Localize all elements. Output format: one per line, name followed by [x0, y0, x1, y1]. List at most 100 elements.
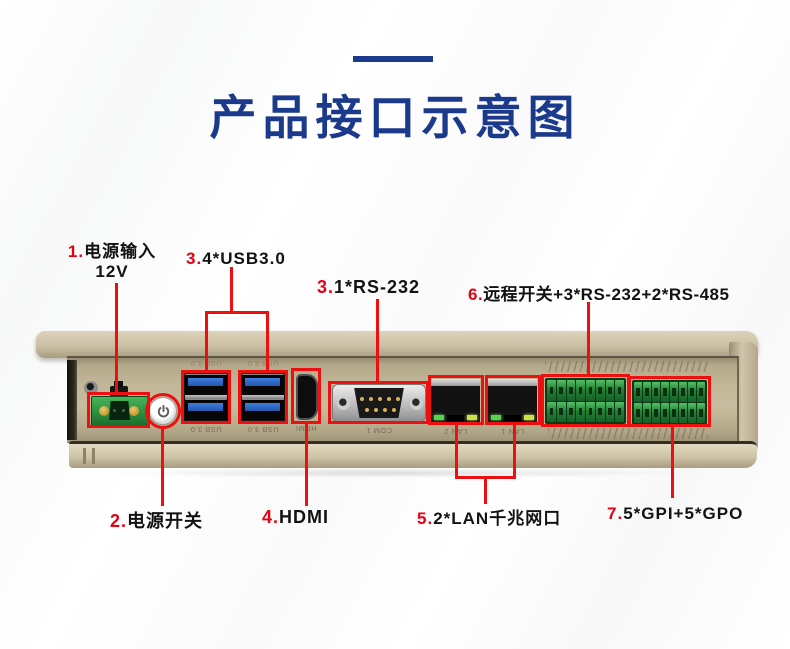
usb-port	[242, 374, 284, 395]
callout-number: 1.	[67, 242, 85, 261]
terminal-pin	[586, 380, 595, 401]
terminal-pin	[661, 403, 669, 423]
terminal-pin	[547, 380, 556, 401]
usb-tongue	[245, 378, 280, 386]
rj45-clip	[504, 415, 521, 423]
usb-divider	[242, 395, 284, 399]
callout-number: 5.	[417, 509, 434, 528]
callout-line-gpio	[671, 427, 674, 498]
rj45-shield	[431, 379, 480, 386]
callout-text: 5*GPI+5*GPO	[623, 504, 744, 523]
callout-line-usb-right	[266, 311, 269, 371]
front-bezel-edge	[36, 331, 758, 358]
usb-tongue	[188, 378, 223, 386]
terminal-pin	[652, 382, 660, 402]
terminal-pin	[566, 401, 576, 422]
callout-line-rs232	[376, 299, 379, 382]
lan-led-yellow	[524, 415, 534, 420]
lan2-port	[431, 379, 480, 423]
terminal-pin	[643, 403, 651, 423]
callout-line-hdmi	[305, 424, 308, 506]
callout-remote-switch: 6.远程开关+3*RS-232+2*RS-485	[468, 280, 729, 305]
terminal-pin	[605, 380, 615, 401]
usb-printed-label-top: USB 3.0	[247, 359, 279, 368]
db9-pins	[360, 397, 364, 401]
terminal-pin	[679, 382, 687, 402]
chassis-left-recess	[67, 360, 77, 440]
terminal-pin	[679, 403, 687, 423]
lan-led-green	[434, 415, 444, 420]
usb3-stack-2	[240, 372, 286, 422]
callout-line-lan-left	[455, 425, 458, 479]
chassis-bottom-flange	[69, 441, 757, 468]
pin-markings-bottom	[548, 428, 708, 439]
terminal-pin	[670, 403, 678, 423]
com-printed-label: COM 1	[365, 426, 393, 435]
callout-line-power-switch	[161, 429, 164, 506]
callout-number: 3.	[317, 277, 335, 297]
device-shadow	[100, 468, 700, 478]
terminal-pin	[670, 382, 678, 402]
terminal-pin	[634, 403, 642, 423]
db9-screw-hole	[337, 397, 350, 410]
usb-tongue	[245, 403, 280, 411]
callout-line-usb-bar	[205, 311, 269, 314]
callout-gpio: 7.5*GPI+5*GPO	[607, 504, 743, 524]
terminal-pin	[697, 382, 705, 402]
terminal-pin	[605, 401, 615, 422]
usb-printed-label: USB 3.0	[247, 425, 279, 434]
annotation-rect-com	[328, 381, 429, 424]
callout-line-lan-right	[513, 425, 516, 479]
terminal-pin	[576, 401, 585, 422]
terminal-pin	[556, 401, 566, 422]
callout-text: 4*USB3.0	[202, 249, 286, 268]
callout-subtext: 12V	[95, 262, 129, 281]
callout-lan: 5.2*LAN千兆网口	[417, 504, 561, 529]
usb-port	[242, 399, 284, 420]
db9-face	[354, 388, 404, 418]
audio-jack	[84, 381, 98, 395]
callout-number: 7.	[607, 504, 624, 523]
callout-text: HDMI	[279, 507, 330, 527]
page-title: 产品接口示意图	[209, 91, 581, 144]
terminal-block-gpio	[632, 380, 707, 425]
terminal-pin	[595, 401, 605, 422]
title-accent-line	[353, 56, 433, 62]
annotation-ring-power-button	[145, 393, 181, 429]
usb3-stack-1	[183, 372, 229, 422]
annotation-rect-usb2	[238, 370, 288, 424]
callout-number: 3.	[186, 249, 203, 268]
terminal-screw	[129, 406, 139, 416]
usb-printed-label: USB 3.0	[190, 425, 222, 434]
callout-line-lan-stem	[484, 476, 487, 504]
callout-rs232: 3.1*RS-232	[317, 277, 420, 298]
usb-port	[185, 399, 227, 420]
terminal-pin	[586, 401, 595, 422]
terminal-pin	[566, 380, 576, 401]
callout-text: 远程开关+3*RS-232+2*RS-485	[483, 285, 730, 304]
lan-led-green	[491, 415, 501, 420]
db9-com-port	[332, 384, 426, 422]
callout-text: 电源开关	[127, 511, 204, 531]
callout-line-remote	[587, 302, 590, 375]
terminal-pin	[661, 382, 669, 402]
usb-port	[185, 374, 227, 395]
rj45-shield	[488, 379, 537, 386]
callout-number: 4.	[262, 507, 280, 527]
small-switch	[110, 381, 128, 397]
flange-notch	[83, 448, 86, 464]
terminal-pin	[688, 403, 696, 423]
terminal-pin	[615, 401, 624, 422]
pin-markings-top	[545, 361, 708, 372]
annotation-rect-lan1	[485, 375, 541, 425]
annotation-rect-terminal1	[541, 374, 630, 427]
terminal-pin	[652, 403, 660, 423]
rj45-clip	[447, 415, 464, 423]
terminal-pin	[643, 382, 651, 402]
callout-number: 6.	[468, 285, 484, 304]
terminal-pin	[547, 401, 556, 422]
annotation-rect-power	[87, 392, 150, 428]
terminal-screw	[99, 406, 109, 416]
callout-text: 电源输入	[84, 242, 157, 261]
